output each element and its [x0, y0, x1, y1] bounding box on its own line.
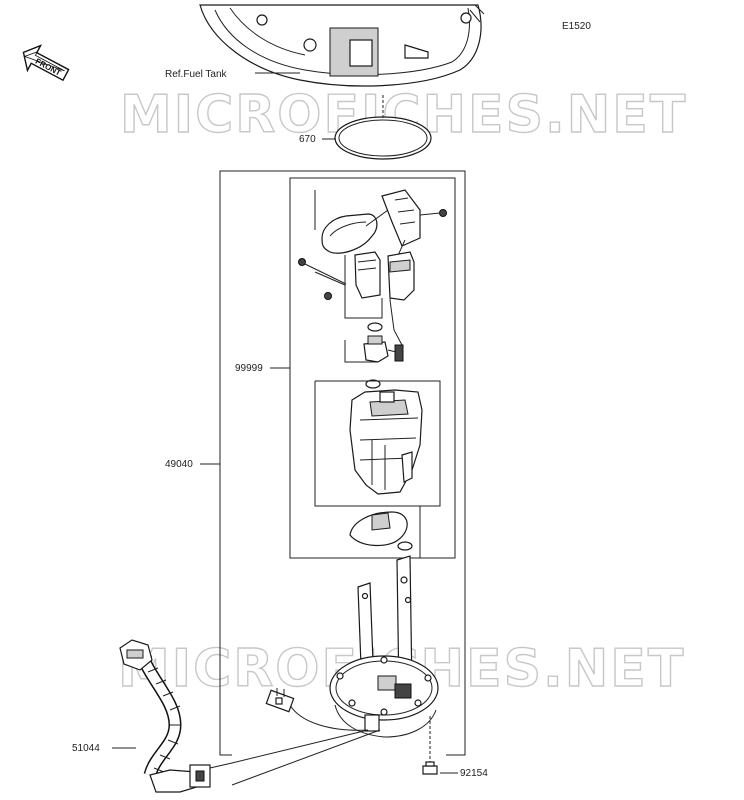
fuel-level-sender [298, 189, 447, 346]
assembly-frame-49040: 49040 [165, 170, 466, 756]
fuel-hose-51044: 51044 [72, 639, 211, 793]
diagram-code: E1520 [562, 21, 591, 32]
pump-flange-plate [329, 655, 439, 738]
fuel-pump [314, 380, 441, 507]
pressure-regulator [344, 322, 404, 389]
label-ref-fuel-tank: Ref.Fuel Tank [165, 69, 228, 80]
front-arrow-icon: FRONT [22, 44, 70, 82]
bolt-92154: 92154 [422, 716, 488, 779]
hose-leader-lines [209, 729, 381, 786]
label-92154: 92154 [460, 768, 488, 779]
label-99999: 99999 [235, 363, 263, 374]
pump-wire-harness [265, 688, 369, 731]
part-670-o-ring: 670 [299, 95, 432, 160]
label-670: 670 [299, 134, 316, 145]
fuel-tank-reference: Ref.Fuel Tank [165, 4, 485, 87]
label-49040: 49040 [165, 459, 193, 470]
label-51044: 51044 [72, 743, 100, 754]
assembly-frame-99999: 99999 [235, 177, 456, 559]
fuel-filter-cap [349, 506, 421, 558]
